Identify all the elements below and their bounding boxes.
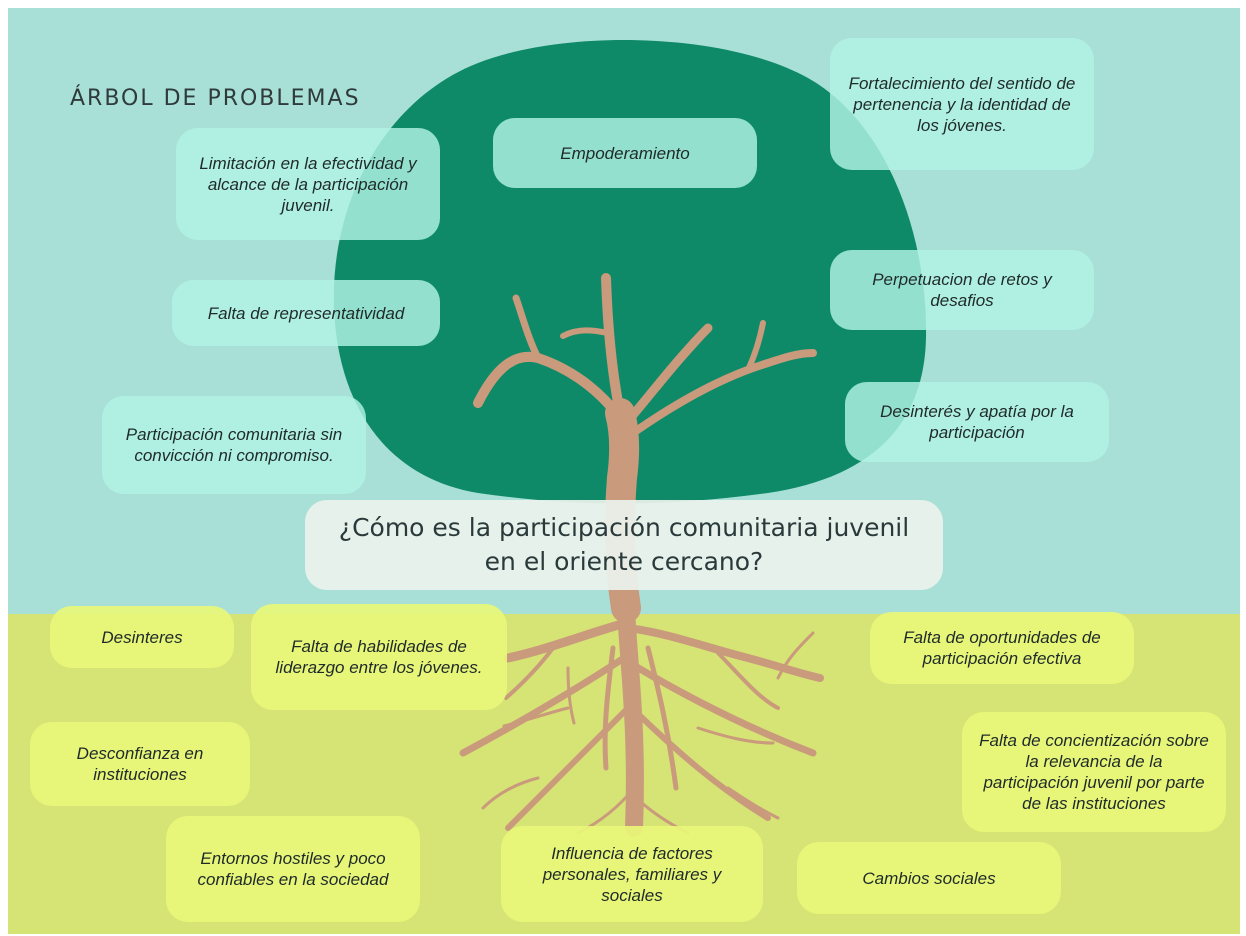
diagram-title: ÁRBOL DE PROBLEMAS: [70, 86, 361, 111]
tree-roots: [459, 599, 824, 837]
effect-box: Participación comunitaria sin convicción…: [102, 396, 366, 494]
effect-box: Limitación en la efectividad y alcance d…: [176, 128, 440, 240]
tree-illustration: [333, 40, 927, 837]
problem-tree-diagram: ÁRBOL DE PROBLEMAS Limitación en la efec…: [8, 8, 1240, 934]
central-question: ¿Cómo es la participación comunitaria ju…: [305, 500, 943, 590]
cause-box: Desconfianza en instituciones: [30, 722, 250, 806]
cause-box: Cambios sociales: [797, 842, 1061, 914]
cause-box: Falta de oportunidades de participación …: [870, 612, 1134, 684]
effect-box: Fortalecimiento del sentido de pertenenc…: [830, 38, 1094, 170]
cause-box: Entornos hostiles y poco confiables en l…: [166, 816, 420, 922]
cause-box: Falta de concientización sobre la releva…: [962, 712, 1226, 832]
cause-box: Falta de habilidades de liderazgo entre …: [251, 604, 507, 710]
effect-box: Desinterés y apatía por la participación: [845, 382, 1109, 462]
effect-box: Empoderamiento: [493, 118, 757, 188]
header-strip: [0, 0, 1246, 8]
effect-box: Falta de representatividad: [172, 280, 440, 346]
cause-box: Desinteres: [50, 606, 234, 668]
effect-box: Perpetuacion de retos y desafios: [830, 250, 1094, 330]
cause-box: Influencia de factores personales, famil…: [501, 826, 763, 922]
